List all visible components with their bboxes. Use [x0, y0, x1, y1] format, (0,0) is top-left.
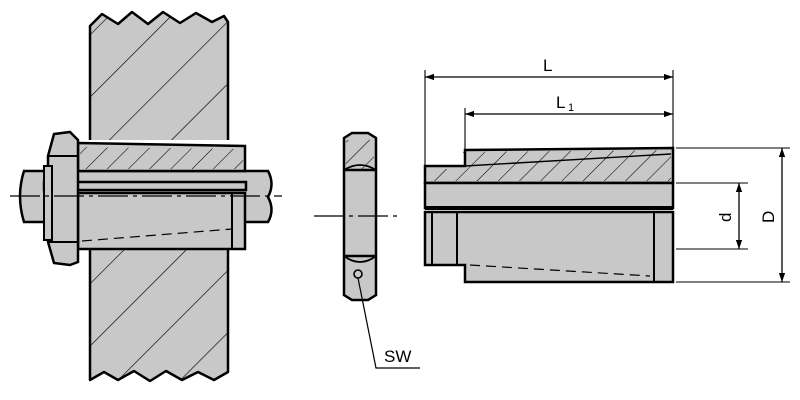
- dim-label-l: L: [543, 56, 552, 75]
- dimensions: L L 1 d D: [424, 56, 790, 283]
- sw-label: SW: [384, 347, 411, 366]
- bush-lower-outline: [423, 210, 675, 284]
- sw-leader: [357, 277, 420, 369]
- lock-nut-view: SW: [314, 131, 420, 369]
- assembly-section-view: [10, 10, 282, 383]
- bush-lower-view: [76, 191, 247, 251]
- wrench-flat-mark: [353, 269, 363, 279]
- dim-label-D: D: [759, 211, 778, 223]
- dim-label-d: d: [716, 213, 735, 222]
- dim-label-l1: L: [556, 93, 565, 112]
- lock-nut-side: [46, 130, 80, 267]
- dim-label-l1-subscript: 1: [568, 102, 574, 114]
- bush-bore: [423, 181, 675, 210]
- taper-bush-view: [423, 146, 675, 284]
